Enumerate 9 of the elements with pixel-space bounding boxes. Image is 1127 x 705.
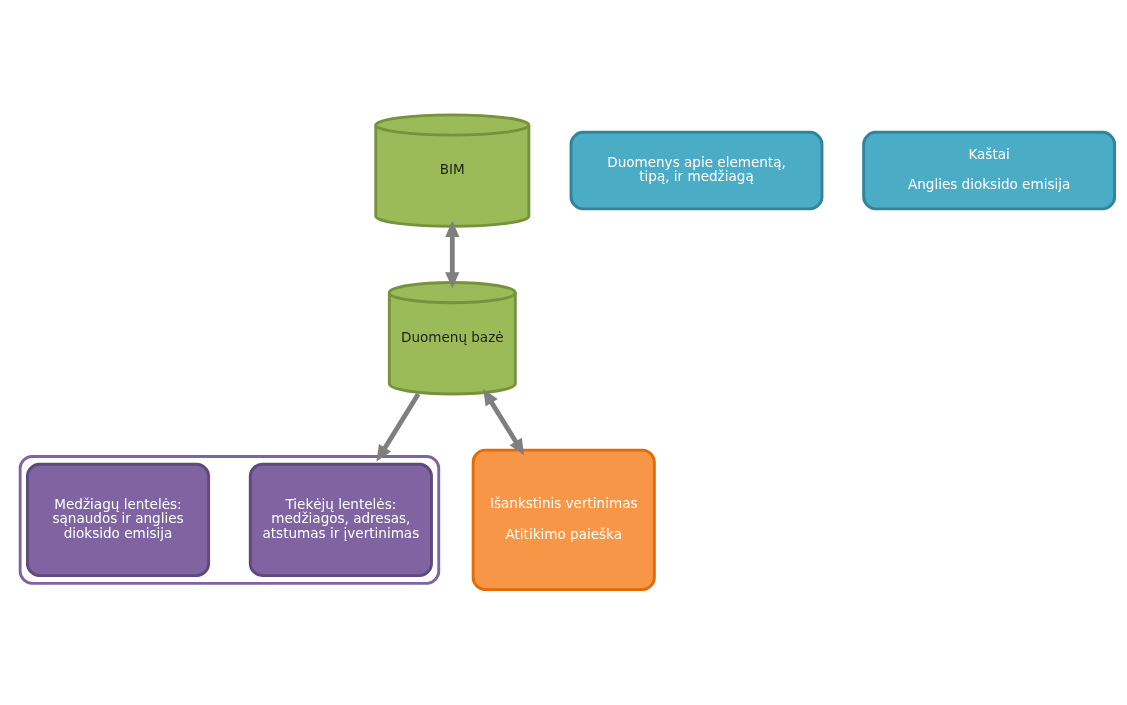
node-box: Išankstinis vertinimas Atitikimo paieška: [471, 448, 656, 591]
arrow: [483, 388, 525, 455]
node-box: Tiekėjų lentelės: medžiagos, adresas, atstumas ir įvertinimas: [248, 462, 433, 577]
arrow: [445, 220, 460, 288]
arrow: [376, 392, 421, 462]
node-box: Kaštai Anglies dioksido emisija: [862, 130, 1117, 210]
cluster: [18, 454, 441, 585]
node-box: Duomenys apie elementą, tipą, ir medžiagą: [569, 130, 824, 210]
node-box: Medžiagų lentelės: sąnaudos ir anglies dioksido emisija: [25, 462, 211, 577]
